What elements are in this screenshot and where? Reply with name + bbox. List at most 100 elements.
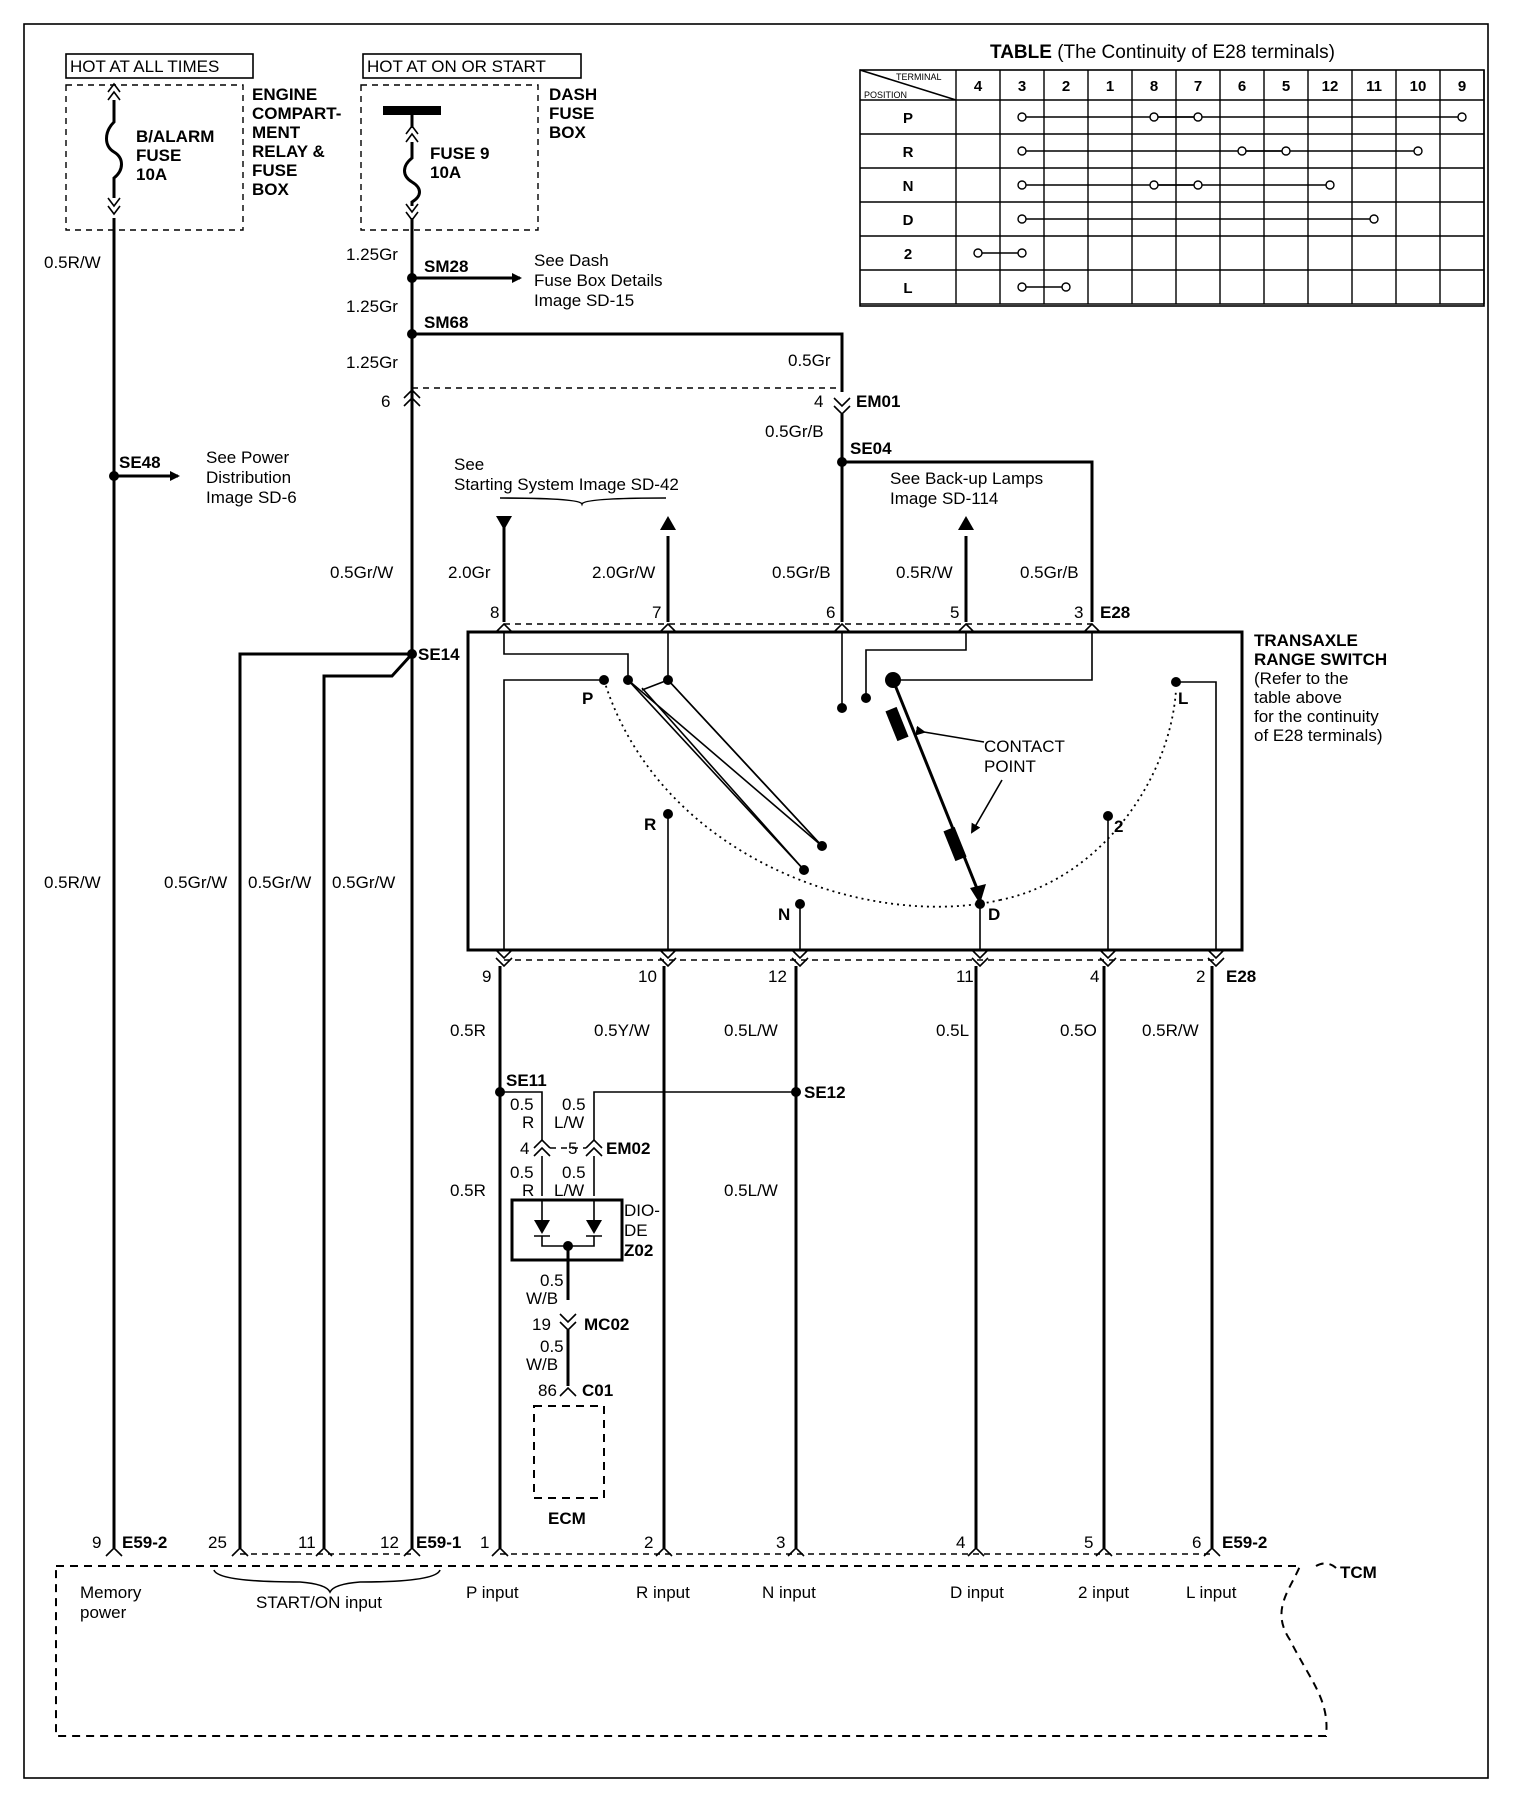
ref-power-3: Image SD-6 [206,488,297,507]
mc02-pin: 19 [532,1315,551,1334]
mc02-label: MC02 [584,1315,629,1334]
fuse-9-label-1: FUSE 9 [430,144,490,163]
diode-w1-b: R [522,1181,534,1200]
table-header-10: 10 [1410,78,1427,95]
table-continuity-terminal [973,248,983,258]
switch-pos-r: R [644,815,656,834]
switch-pos-p: P [582,689,593,708]
pin-4-label: 4 [814,392,823,411]
wire-sm68-to-em01 [412,332,844,392]
tcm-connector-icons [105,1546,1221,1557]
e28-pin-2: 2 [1196,967,1205,986]
wire-label-grw-12: 0.5Gr/W [332,873,395,892]
e28-pin-8: 8 [490,603,499,622]
table-header-3: 3 [1018,78,1026,95]
table-continuity-terminal [1193,112,1203,122]
wire-label-grw-25: 0.5Gr/W [164,873,227,892]
continuity-table: TABLE (The Continuity of E28 terminals) … [859,42,1485,307]
table-grid [860,70,1485,305]
table-row-position: R [903,144,914,161]
tcm-pin-9: 9 [92,1533,101,1552]
table-header-1: 1 [1106,78,1114,95]
e28-pin-6: 6 [826,603,835,622]
balarm-fuse-icon [105,82,123,216]
engine-box-label-4: RELAY & [252,142,325,161]
tcm-start-on: START/ON input [256,1593,382,1612]
wire-start-on-11 [322,652,414,1548]
wire-label-rw-mid: 0.5R/W [44,873,101,892]
fuse-9-label-2: 10A [430,163,461,182]
em02-w1-b: R [522,1113,534,1132]
splice-se04-label: SE04 [850,439,892,458]
contact-point-2: POINT [984,757,1036,776]
table-corner-diagonal [859,69,957,101]
wire-label-l: 0.5L [936,1021,969,1040]
table-continuity-terminal [1325,180,1335,190]
tcm-r-input: R input [636,1583,690,1602]
table-header-4: 4 [974,78,983,95]
balarm-fuse-label-2: FUSE [136,146,181,165]
wire-label-rw-top: 0.5R/W [44,253,101,272]
ref-dash-2: Fuse Box Details [534,271,663,290]
table-continuity-terminal [1017,248,1027,258]
ref-starting-arrow-down [496,516,512,530]
wire-label-yw: 0.5Y/W [594,1021,650,1040]
table-header-2: 2 [1062,78,1070,95]
tcm-pin-3: 3 [776,1533,785,1552]
ref-dash-1: See Dash [534,251,609,270]
mc02-w-a: 0.5 [540,1271,564,1290]
wire-label-rw-backup: 0.5R/W [896,563,953,582]
switch-internals [503,632,1217,950]
table-continuity-terminal [1281,146,1291,156]
transaxle-range-switch-box [466,630,1244,952]
tcm-memory-1: Memory [80,1583,142,1602]
tcm-l-input: L input [1186,1583,1237,1602]
balarm-fuse-label-3: 10A [136,165,167,184]
connector-em01-icon [833,397,851,416]
ref-backup-arrow-up [958,516,974,530]
mc02-connector-icon [559,1313,577,1332]
switch-pos-n: N [778,905,790,924]
splice-se14-label: SE14 [418,645,460,664]
wire-label-125gr-2: 1.25Gr [346,297,398,316]
splice-em01-label: EM01 [856,392,900,411]
splice-sm28-label: SM28 [424,257,468,276]
wire-start-on-25 [238,652,412,1548]
c01-w-b: W/B [526,1355,558,1374]
em02-pin-4: 4 [520,1139,529,1158]
table-header-8: 8 [1150,78,1158,95]
splice-sm68-label: SM68 [424,313,468,332]
wire-label-05gr: 0.5Gr [788,351,831,370]
diode-label-2: DE [624,1221,648,1240]
tcm-pin-25: 25 [208,1533,227,1552]
e28-top-connector-icons [495,622,1101,633]
wire-se04-to-e28-3 [842,460,1094,622]
table-continuity-terminal [1149,112,1159,122]
tcm-2-input: 2 input [1078,1583,1129,1602]
splice-se11-label: SE11 [506,1071,547,1090]
wire-label-grb-right: 0.5Gr/B [1020,563,1079,582]
diode-label-3: Z02 [624,1241,653,1260]
table-continuity-terminal [1017,282,1027,292]
em02-w1-a: 0.5 [510,1095,534,1114]
e28-bottom-connector-icons [495,949,1225,968]
table-continuity-terminal [1149,180,1159,190]
wire-label-grw-11: 0.5Gr/W [248,873,311,892]
switch-note-2: table above [1254,688,1342,707]
engine-box-label-3: MENT [252,123,301,142]
pin-6-label: 6 [381,392,390,411]
table-continuity-terminal [1193,180,1203,190]
splice-se12-label: SE12 [804,1083,846,1102]
tcm-d-input: D input [950,1583,1004,1602]
wire-label-grw-main: 0.5Gr/W [330,563,393,582]
wire-label-125gr-1: 1.25Gr [346,245,398,264]
contact-point-1: CONTACT [984,737,1065,756]
diode-w2-a: 0.5 [562,1163,586,1182]
ref-dash-3: Image SD-15 [534,291,634,310]
diode-label-1: DIO- [624,1201,660,1220]
tcm-pin-6: 6 [1192,1533,1201,1552]
table-title-rest: (The Continuity of E28 terminals) [1052,42,1335,63]
switch-note-3: for the continuity [1254,707,1379,726]
ref-backup-2: Image SD-114 [890,489,998,508]
diode-icon [534,1200,602,1300]
